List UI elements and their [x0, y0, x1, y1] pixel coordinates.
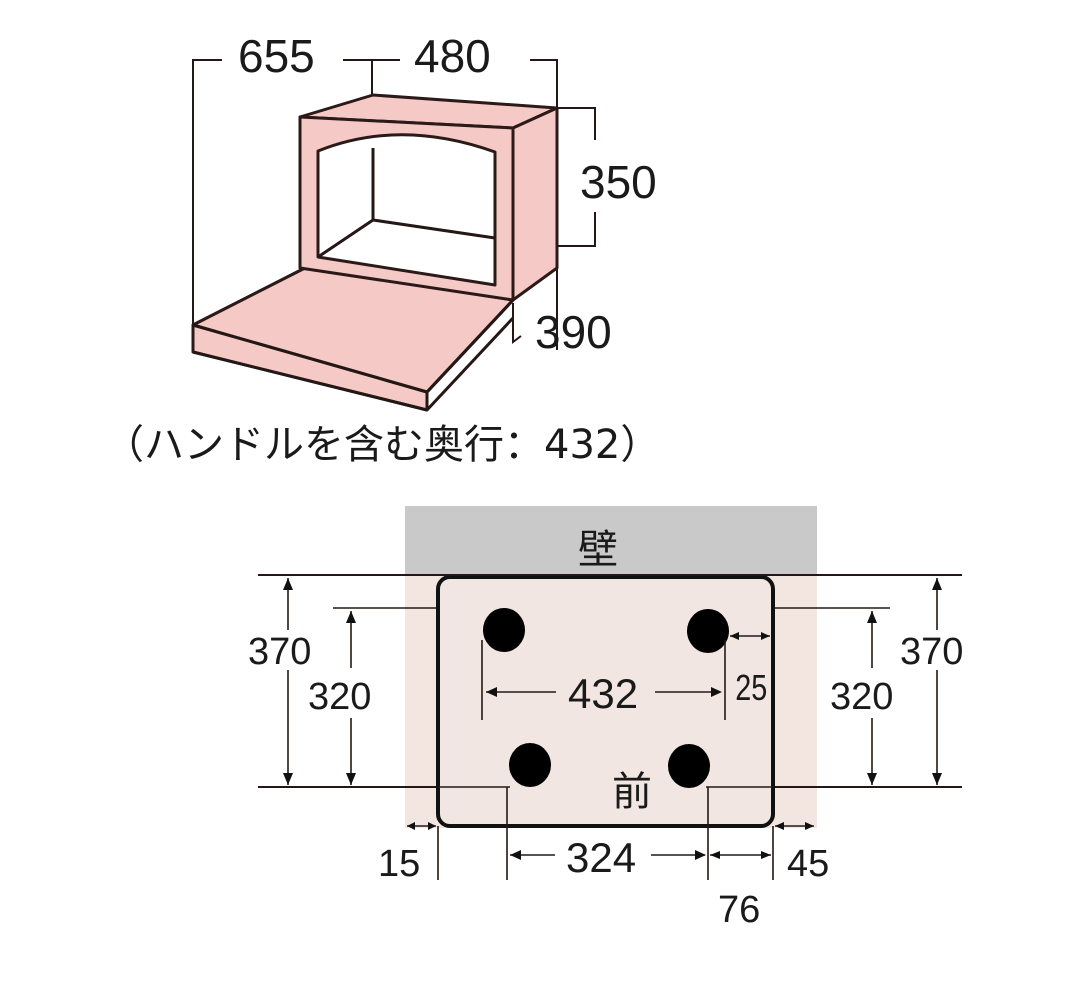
arrow [710, 851, 720, 859]
arrow [486, 687, 497, 697]
arrow [932, 578, 942, 590]
oven-right-face [511, 106, 559, 302]
arrow [283, 578, 293, 590]
dim-45-label: 45 [787, 843, 829, 885]
dim-432-label: 432 [568, 670, 638, 717]
dim-320-right-label: 320 [830, 676, 893, 718]
arrow [283, 773, 293, 785]
dim-370-left-label: 370 [248, 631, 311, 673]
dim-line-350-top [557, 107, 596, 140]
dim-15-label: 15 [378, 843, 420, 885]
oven-interior-floor-side [317, 218, 374, 259]
dim-76-label: 76 [718, 889, 760, 931]
dim-25-label: 25 [735, 667, 767, 708]
wall-label: 壁 [578, 527, 618, 573]
oven-illustration: 655 480 350 390 [191, 30, 657, 412]
arrow [346, 773, 356, 785]
arrow [407, 822, 415, 830]
footprint-plan: 壁 前 432 25 370 [248, 506, 963, 931]
foot-front-left [509, 743, 551, 787]
dim-655-label: 655 [238, 30, 315, 82]
arrow [761, 632, 770, 640]
foot-back-left [483, 608, 525, 652]
dim-390-label: 390 [535, 306, 612, 358]
arrow [695, 850, 706, 860]
oven-opening [316, 133, 497, 287]
oven-door-bottom [192, 350, 428, 412]
oven-door-side-edge [425, 298, 515, 394]
dim-320-left-label: 320 [308, 676, 371, 718]
dim-480-label: 480 [414, 30, 491, 82]
arrow [867, 611, 877, 623]
dim-370-right-label: 370 [900, 631, 963, 673]
dim-350-label: 350 [580, 156, 657, 208]
dim-line-350-bottom [557, 212, 596, 247]
foot-back-right [687, 609, 729, 653]
oven-door-side-bottom [425, 316, 515, 412]
dim-line-655 [192, 59, 222, 340]
oven-interior-floor-back [372, 218, 496, 240]
wall [405, 506, 817, 575]
arrow [510, 850, 521, 860]
arrow [711, 687, 722, 697]
arrow [805, 822, 814, 830]
arrow [867, 773, 877, 785]
arrow [775, 822, 784, 830]
arrow [932, 773, 942, 785]
front-label: 前 [612, 769, 652, 815]
depth-with-handle-note: （ハンドルを含む奥行：432） [104, 422, 660, 468]
arrow [428, 822, 436, 830]
arrow [346, 611, 356, 623]
dim-324-label: 324 [566, 834, 636, 881]
arrow [761, 851, 771, 859]
arrow [730, 632, 739, 640]
dim-line-390 [512, 303, 522, 344]
foot-front-right [668, 744, 710, 788]
